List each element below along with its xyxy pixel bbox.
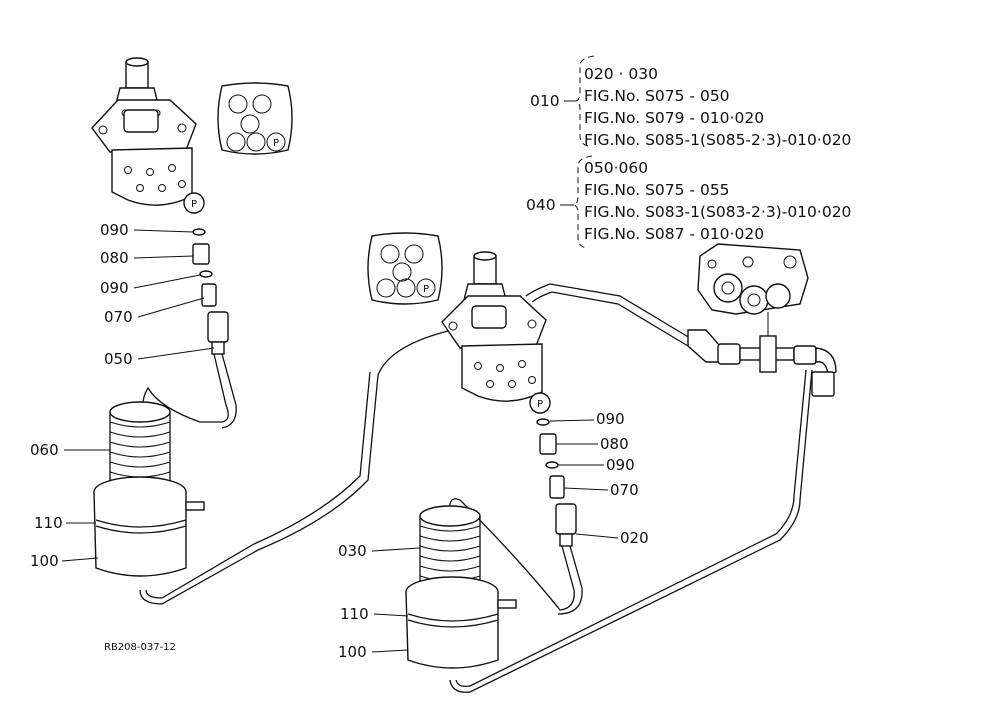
callout-070-right: 070 [610, 481, 639, 499]
group-010-line-3: FIG.No. S079 - 010·020 [584, 109, 764, 127]
drawing-code: RB208-037-12 [104, 642, 176, 653]
callout-070-left: 070 [104, 308, 133, 326]
port-legend-marker-left: P [273, 138, 279, 149]
right-fittings [536, 418, 577, 547]
right-valve-block [697, 243, 809, 315]
callout-060-left: 060 [30, 441, 59, 459]
callout-050-left: 050 [104, 350, 133, 368]
callout-030-right: 030 [338, 542, 367, 560]
reference-group-010: 010 020 · 030 FIG.No. S075 - 050 FIG.No.… [530, 55, 851, 149]
callout-090-left-b: 090 [100, 279, 129, 297]
group-040-line-1: 050·060 [584, 159, 648, 177]
port-p-right: P [529, 392, 551, 414]
right-tee-fitting [687, 312, 837, 397]
group-040-label: 040 [526, 196, 556, 214]
callout-100-right: 100 [338, 643, 367, 661]
port-p-left: P [183, 192, 205, 214]
left-fittings [192, 228, 229, 355]
right-callouts: 090 080 090 070 020 030 110 100 [338, 410, 649, 661]
callout-090-right-b: 090 [606, 456, 635, 474]
callout-080-right: 080 [600, 435, 629, 453]
right-control-valve [441, 251, 547, 402]
callout-110-right: 110 [340, 605, 369, 623]
right-port-legend: P [367, 232, 443, 305]
group-040-line-4: FIG.No. S087 - 010·020 [584, 225, 764, 243]
callout-090-left-a: 090 [100, 221, 129, 239]
callout-020-right: 020 [620, 529, 649, 547]
group-010-line-4: FIG.No. S085-1(S085-2·3)-010·020 [584, 131, 851, 149]
left-coil-unit [93, 401, 205, 577]
reference-group-040: 040 050·060 FIG.No. S075 - 055 FIG.No. S… [526, 155, 851, 249]
callout-110-left: 110 [34, 514, 63, 532]
port-p-marker-right: P [537, 399, 543, 410]
right-coil-unit [405, 505, 517, 669]
left-callouts: 090 080 090 070 050 060 110 100 [30, 221, 215, 570]
callout-090-right-a: 090 [596, 410, 625, 428]
group-040-line-2: FIG.No. S075 - 055 [584, 181, 730, 199]
group-010-label: 010 [530, 92, 560, 110]
group-010-line-1: 020 · 030 [584, 65, 658, 83]
left-control-valve [91, 57, 197, 206]
callout-100-left: 100 [30, 552, 59, 570]
port-legend-marker-right: P [423, 284, 429, 295]
port-legend-left: P [217, 82, 293, 155]
group-040-line-3: FIG.No. S083-1(S083-2·3)-010·020 [584, 203, 851, 221]
port-p-marker-left: P [191, 199, 197, 210]
group-010-line-2: FIG.No. S075 - 050 [584, 87, 730, 105]
callout-080-left: 080 [100, 249, 129, 267]
